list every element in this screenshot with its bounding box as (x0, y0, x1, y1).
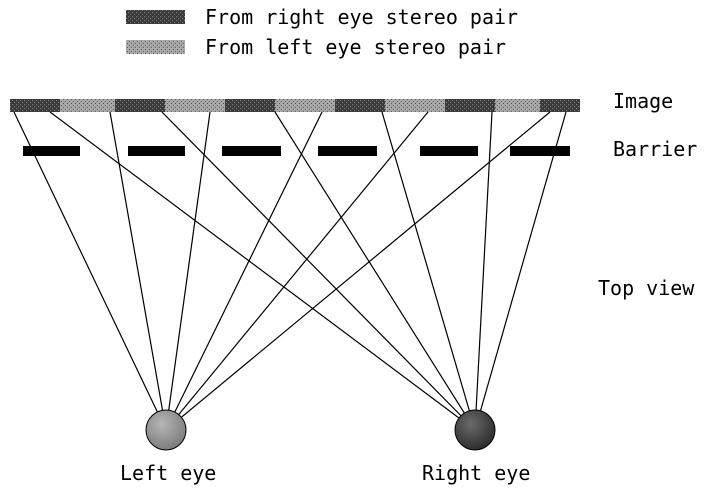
barrier-segment (222, 146, 281, 156)
right-eye-label: Right eye (422, 461, 530, 485)
left-eye (145, 409, 187, 451)
barrier-segment (420, 146, 478, 156)
image-label: Image (613, 89, 673, 113)
legend-swatch-right-pair (126, 10, 185, 24)
barrier (23, 146, 570, 156)
barrier-segment (510, 146, 570, 156)
left-eye-rays (13, 111, 551, 431)
barrier-segment (23, 146, 80, 156)
legend: From right eye stereo pair From left eye… (126, 5, 518, 59)
top-view-label: Top view (598, 276, 695, 300)
legend-label-left-pair: From left eye stereo pair (205, 35, 506, 59)
barrier-segment (128, 146, 185, 156)
barrier-segment (318, 146, 377, 156)
barrier-label: Barrier (613, 137, 697, 161)
right-eye-rays (49, 111, 567, 431)
right-eye (454, 409, 496, 451)
legend-label-right-pair: From right eye stereo pair (205, 5, 518, 29)
legend-swatch-left-pair (126, 40, 185, 54)
image-strip (10, 99, 580, 112)
left-eye-label: Left eye (120, 461, 216, 485)
